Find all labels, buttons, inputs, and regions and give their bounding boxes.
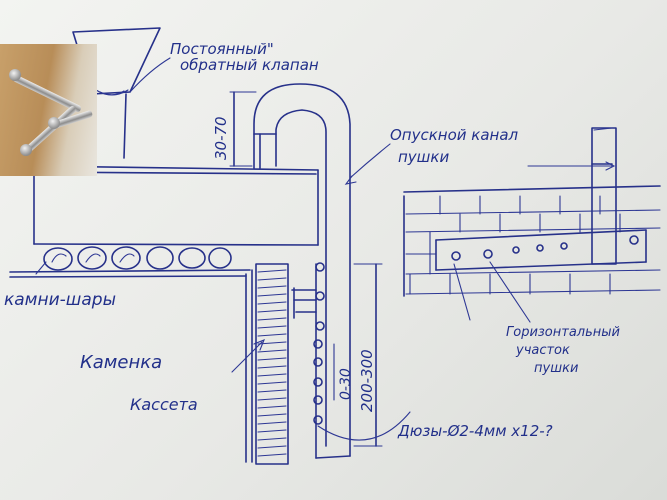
label-dim-0-30: 0-30	[338, 368, 354, 400]
vertical-post	[591, 127, 617, 265]
stone-balls	[43, 246, 232, 271]
brick-wall	[403, 185, 661, 297]
cassette	[255, 263, 289, 465]
label-horizontal-2: участок	[515, 343, 570, 358]
dimension-30-70	[229, 91, 257, 167]
label-horizontal-1: Горизонтальный	[506, 325, 620, 340]
stove-walls	[9, 269, 253, 463]
label-balls: камни-шары	[4, 290, 116, 310]
bolt-head	[48, 117, 60, 129]
label-dim-200-300: 200-300	[358, 349, 376, 412]
label-check-valve-2: обратный клапан	[180, 56, 319, 74]
label-descending-channel-1: Опускной канал	[390, 126, 519, 144]
dimension-200-300	[353, 263, 383, 447]
bolts-photo-inset	[0, 44, 97, 176]
label-stove: Каменка	[80, 352, 162, 373]
bolt-head	[9, 69, 21, 81]
label-descending-channel-2: пушки	[398, 148, 449, 166]
label-cassette: Кассета	[130, 395, 198, 414]
label-horizontal-3: пушки	[534, 361, 578, 376]
upper-chamber	[33, 165, 319, 246]
bolt-head	[20, 144, 32, 156]
label-nozzles: Дюзы-Ø2-4мм x12-?	[397, 422, 553, 440]
bolt-shape	[23, 104, 78, 155]
leader-lines	[35, 143, 616, 441]
label-dim-30-70: 30-70	[212, 116, 230, 160]
label-check-valve-1: Постоянный"	[170, 40, 274, 58]
horizontal-gun-pipe	[435, 229, 647, 271]
brackets	[291, 287, 317, 319]
nozzle-holes	[313, 262, 325, 425]
